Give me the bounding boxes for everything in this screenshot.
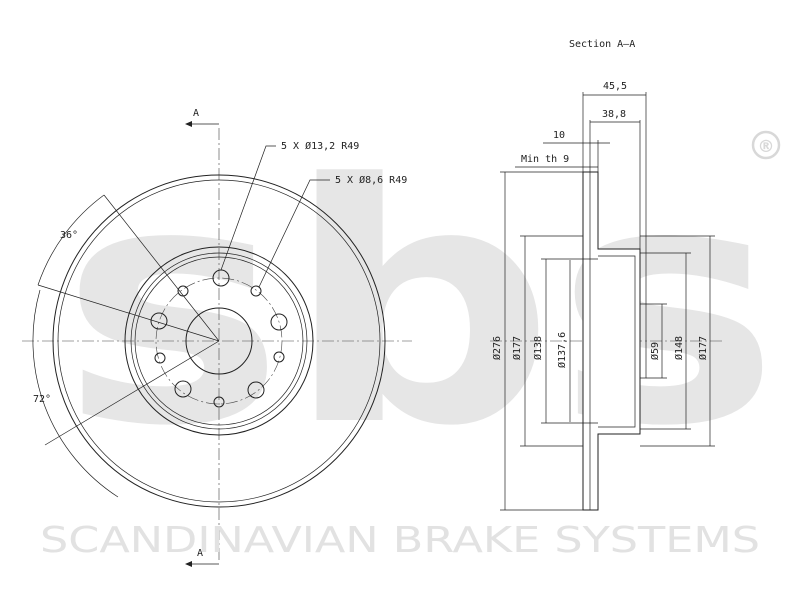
callout-leader-bolt (220, 145, 276, 271)
hub-centering-ring (640, 303, 647, 379)
bolt-hole (270, 313, 288, 331)
angle-label-72: 72° (33, 394, 51, 405)
bolt-hole (150, 312, 168, 330)
angle-arc-72 (32, 289, 119, 498)
section-title: Section A–A (569, 39, 635, 50)
bolt-hole (174, 380, 192, 398)
small-hole (250, 285, 262, 297)
dia-138: Ø138 (532, 336, 544, 360)
diameter-dimensions: Ø276 Ø177 Ø138 Ø137,6 Ø59 Ø148 Ø177 (491, 171, 715, 511)
center-bore (185, 307, 253, 375)
front-view: 5 X Ø13,2 R49 5 X Ø8,6 R49 36° 72° A A (22, 108, 412, 567)
disc-outer-edge (52, 174, 386, 508)
hat-inner-wall (598, 255, 636, 428)
bolt-hole (247, 381, 265, 399)
dia-137-6: Ø137,6 (556, 332, 568, 368)
dia-148: Ø148 (673, 336, 685, 360)
dia-177-left: Ø177 (511, 336, 523, 360)
hat-inner-circle (134, 256, 304, 426)
callout-small-holes: 5 X Ø8,6 R49 (335, 174, 407, 186)
small-hole (213, 396, 225, 408)
bolt-holes (150, 269, 288, 399)
section-view: Section A–A 45,5 38,8 10 Min th 9 Ø276 (490, 39, 725, 511)
angle-label-36: 36° (60, 230, 78, 241)
sbs-watermark-text: sbs (60, 114, 780, 498)
dim-hat-depth: 38,8 (602, 109, 626, 120)
angle-ray (44, 340, 220, 446)
brand-footer: SCANDINAVIAN BRAKE SYSTEMS (40, 520, 760, 561)
dim-min-thickness: Min th 9 (521, 154, 569, 165)
disc-section-profile (582, 171, 641, 511)
section-arrow-bottom (185, 561, 192, 567)
angle-arc-36 (37, 194, 105, 286)
section-arrow-top (185, 121, 192, 127)
hat-step-circle (130, 252, 308, 430)
callout-bolt-holes: 5 X Ø13,2 R49 (281, 140, 359, 152)
dim-overall-height: 45,5 (603, 81, 627, 92)
disc-outer-chamfer (57, 179, 381, 503)
angle-ray (37, 284, 220, 342)
bolt-pitch-circle (155, 277, 283, 405)
dim-thickness: 10 (553, 130, 565, 141)
dia-177-right: Ø177 (697, 336, 709, 360)
registered-symbol: ® (758, 137, 775, 157)
callout-leader-small (258, 179, 330, 288)
registered-mark: ® (751, 130, 781, 160)
section-marker-top: A (193, 108, 199, 119)
small-holes (154, 285, 285, 408)
small-hole (177, 285, 189, 297)
section-marker-bottom: A (197, 548, 203, 559)
hat-outer-circle (124, 246, 314, 436)
dia-59: Ø59 (649, 342, 661, 360)
sbs-watermark: sbs (60, 114, 780, 498)
small-hole (273, 351, 285, 363)
dia-outer: Ø276 (491, 336, 503, 360)
small-hole (154, 352, 166, 364)
angle-ray (103, 194, 220, 342)
